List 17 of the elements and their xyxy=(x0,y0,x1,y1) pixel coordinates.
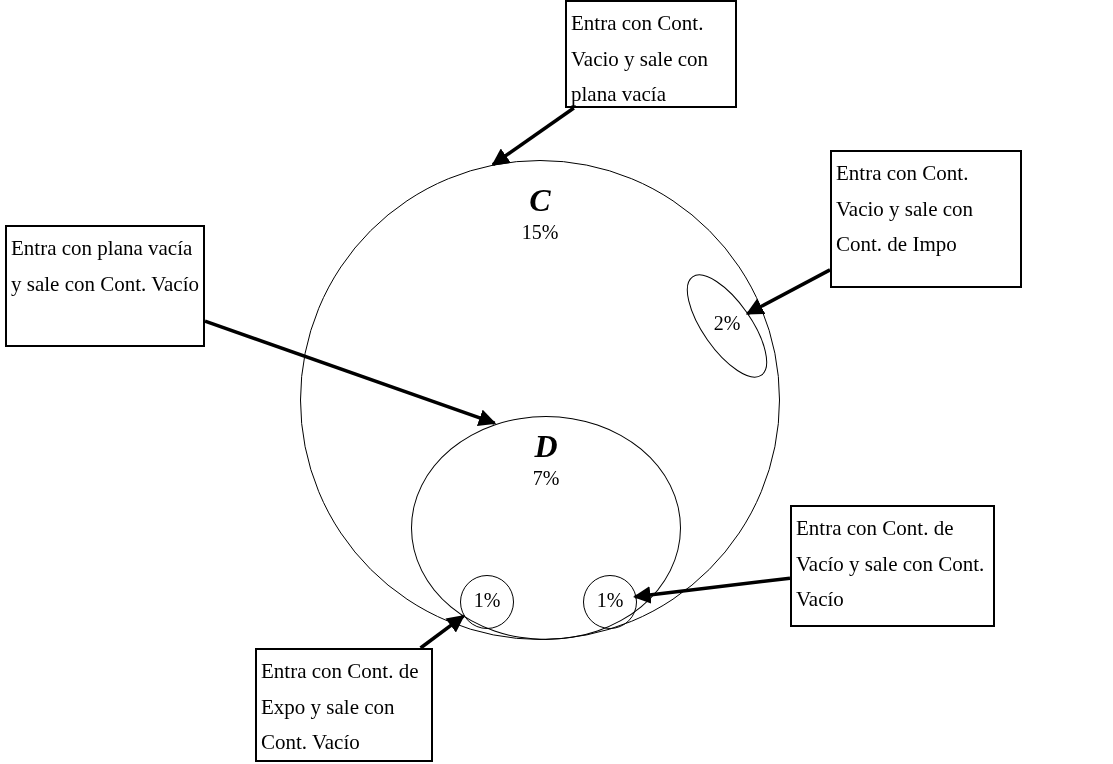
arrow xyxy=(419,614,465,650)
text-box: Entra con Cont. Vacio y sale con Cont. de Impo xyxy=(830,150,1022,288)
text-box: Entra con Cont. de Vacío y sale con Cont. Vacío xyxy=(790,505,995,627)
percentage-label: 2% xyxy=(713,311,741,336)
region-letter: C xyxy=(529,181,551,221)
percentage-label: 15% xyxy=(521,220,559,246)
region-letter: D xyxy=(534,426,558,466)
percentage-label: 1% xyxy=(473,588,501,613)
text-box: Entra con Cont. de Expo y sale con Cont. Vacío xyxy=(255,648,433,762)
percentage-label: 1% xyxy=(596,588,624,613)
arrow xyxy=(745,268,831,316)
text-box: Entra con Cont. Vacio y sale con plana vacía xyxy=(565,0,737,108)
arrow xyxy=(633,576,791,604)
percentage-label: 7% xyxy=(532,465,560,491)
arrow xyxy=(204,319,497,427)
text-box: Entra con plana vacía y sale con Cont. Vacío xyxy=(5,225,205,347)
arrow xyxy=(491,106,575,167)
